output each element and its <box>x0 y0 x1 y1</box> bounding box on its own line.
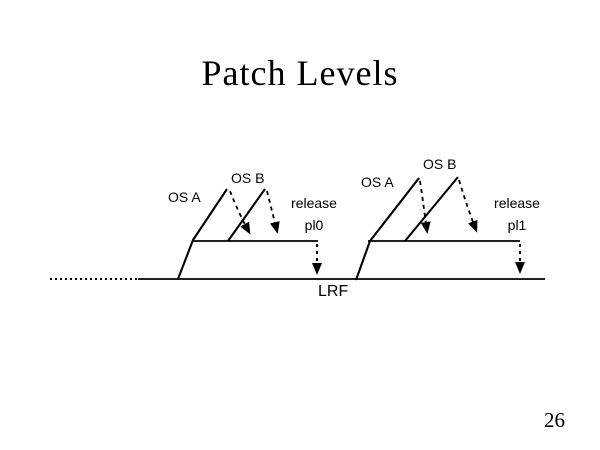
group1-os-b-merge-arrow <box>266 190 280 234</box>
group2-os-b-merge-arrow <box>458 179 478 233</box>
group2-release-word: release <box>494 195 540 211</box>
page-number: 26 <box>544 408 565 432</box>
group1-os-a-label: OS A <box>168 189 201 205</box>
group2-patch-level: pl1 <box>507 217 527 233</box>
group1-release-label: release pl0 <box>282 192 346 236</box>
group1-os-b-line <box>227 188 266 242</box>
lrf-label: LRF <box>318 283 349 300</box>
page-title: Patch Levels <box>201 53 399 93</box>
group2-release-label: release pl1 <box>485 192 549 236</box>
group2-os-a-merge-arrow <box>419 180 431 234</box>
group2-os-a-label: OS A <box>361 174 394 190</box>
group2-os-b-line <box>404 176 459 242</box>
group2-os-a-line <box>355 177 420 281</box>
group1-os-b-label: OS B <box>231 170 265 186</box>
group2-os-b-label: OS B <box>423 156 457 172</box>
group1-os-a-merge-arrow <box>229 190 251 235</box>
group1-release-word: release <box>291 195 337 211</box>
group1-os-a-line <box>177 188 228 280</box>
group1-patch-level: pl0 <box>304 217 324 233</box>
